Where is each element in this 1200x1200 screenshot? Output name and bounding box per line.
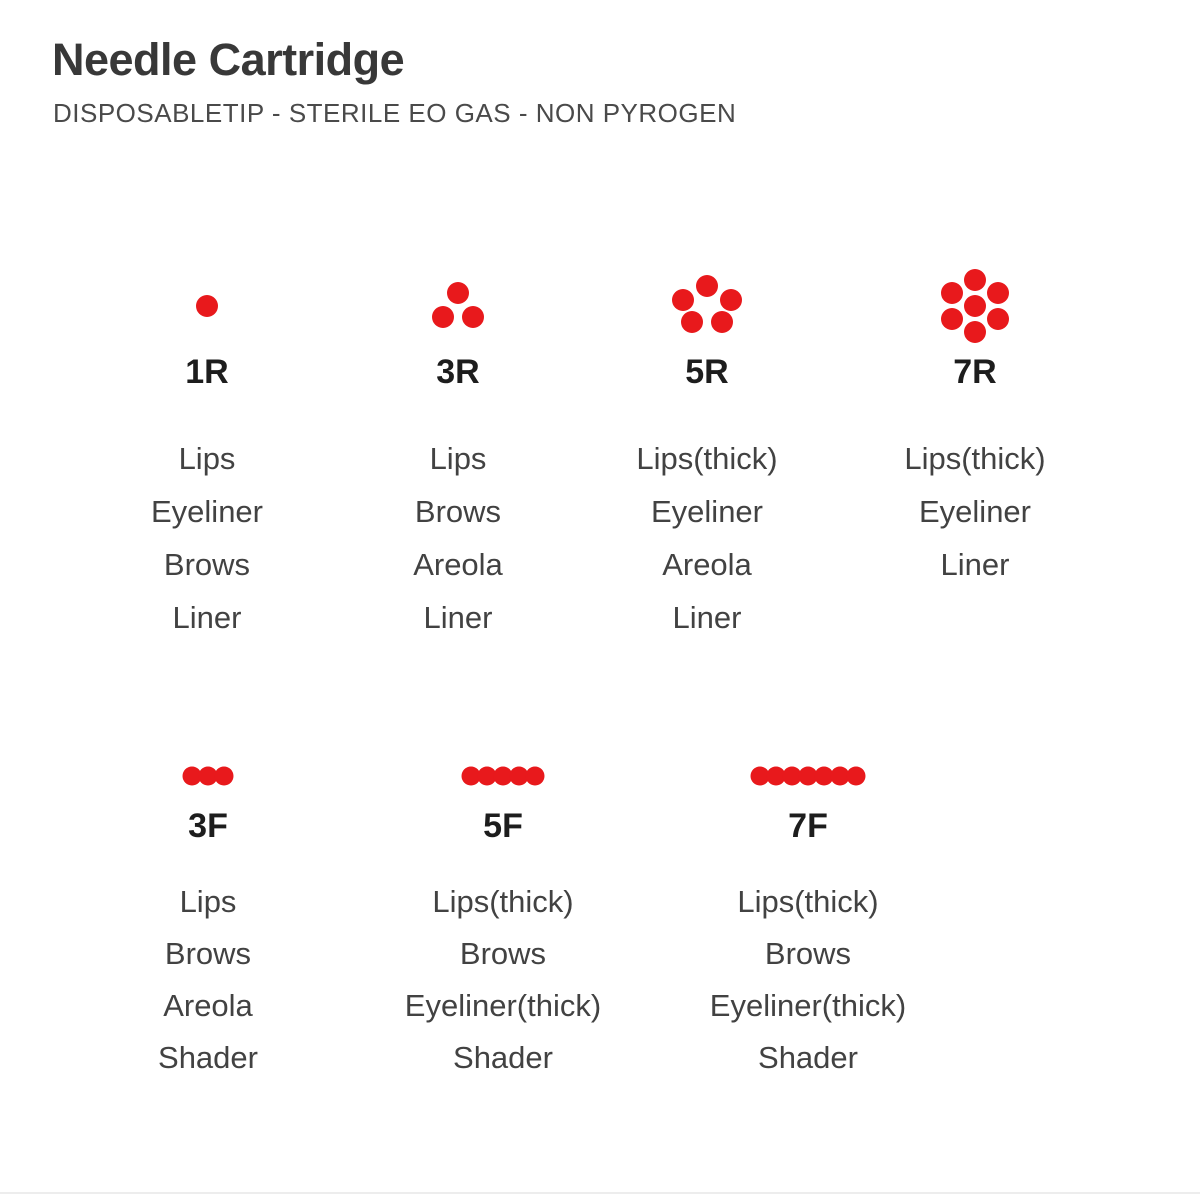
use-label: Shader xyxy=(158,1040,258,1075)
use-label: Lips xyxy=(178,441,236,476)
use-label: Liner xyxy=(672,600,742,635)
needle-dot xyxy=(493,766,513,786)
use-label: Lips(thick) xyxy=(432,884,574,919)
page-subtitle: DISPOSABLETIP - STERILE EO GAS - NON PYR… xyxy=(53,98,737,128)
needle-dot-pattern-3r xyxy=(308,262,608,350)
use-label: Shader xyxy=(453,1040,553,1075)
needle-dot-pattern-1r xyxy=(57,262,357,350)
needle-dot-pattern-5f xyxy=(353,748,653,804)
needle-dot xyxy=(941,282,964,304)
needle-dot xyxy=(196,295,218,317)
needle-dot-pattern-5r xyxy=(557,262,857,350)
needle-dot xyxy=(477,766,497,786)
needle-dot xyxy=(782,766,802,786)
cartridge-code-label: 3F xyxy=(188,807,228,845)
needle-dot xyxy=(750,766,770,786)
needle-dot xyxy=(964,269,986,291)
cartridge-code-label: 5F xyxy=(483,807,523,845)
use-label: Lips xyxy=(429,441,487,476)
needle-dot xyxy=(986,282,1009,304)
use-label: Eyeliner xyxy=(651,494,763,529)
use-label: Areola xyxy=(413,547,503,582)
needle-dot-pattern-3f xyxy=(58,748,358,804)
use-label: Lips(thick) xyxy=(636,441,778,476)
cartridge-code-label: 7R xyxy=(953,353,997,391)
needle-dot xyxy=(941,308,964,330)
needle-dot xyxy=(986,308,1009,330)
use-label: Lips xyxy=(179,884,237,919)
use-label: Eyeliner xyxy=(919,494,1031,529)
needle-dot xyxy=(814,766,834,786)
needle-dot xyxy=(964,295,986,317)
page-title: Needle Cartridge xyxy=(52,34,405,85)
needle-dot-pattern-7f xyxy=(658,748,958,804)
use-label: Brows xyxy=(459,936,547,971)
needle-dot xyxy=(719,288,742,311)
use-label: Areola xyxy=(662,547,752,582)
use-label: Shader xyxy=(758,1040,858,1075)
use-label: Brows xyxy=(414,494,502,529)
needle-dot xyxy=(432,306,454,328)
cartridge-code-label: 5R xyxy=(685,353,729,391)
needle-dot-pattern-7r xyxy=(825,262,1125,350)
bottom-divider xyxy=(0,1192,1200,1194)
needle-dot xyxy=(696,275,718,297)
use-label: Lips(thick) xyxy=(904,441,1046,476)
needle-dot xyxy=(509,766,529,786)
use-label: Lips(thick) xyxy=(737,884,879,919)
use-label: Brows xyxy=(764,936,852,971)
use-label: Eyeliner(thick) xyxy=(404,988,602,1023)
cartridge-code-label: 3R xyxy=(436,353,480,391)
use-label: Areola xyxy=(163,988,253,1023)
use-label: Brows xyxy=(164,936,252,971)
needle-dot xyxy=(447,282,469,304)
use-label: Liner xyxy=(940,547,1010,582)
use-label: Brows xyxy=(163,547,251,582)
use-label: Liner xyxy=(172,600,242,635)
needle-dot xyxy=(830,766,850,786)
needle-dot xyxy=(525,766,545,786)
needle-dot xyxy=(846,766,866,786)
needle-dot xyxy=(182,766,202,786)
needle-dot xyxy=(798,766,818,786)
needle-dot xyxy=(462,306,484,328)
needle-dot xyxy=(710,311,733,334)
cartridge-code-label: 7F xyxy=(788,807,828,845)
use-label: Eyeliner xyxy=(151,494,263,529)
needle-dot xyxy=(766,766,786,786)
needle-dot xyxy=(461,766,481,786)
needle-dot xyxy=(681,311,704,334)
needle-dot xyxy=(198,766,218,786)
needle-dot xyxy=(214,766,234,786)
cartridge-code-label: 1R xyxy=(185,353,229,391)
use-label: Eyeliner(thick) xyxy=(709,988,907,1023)
needle-dot xyxy=(964,321,986,343)
use-label: Liner xyxy=(423,600,493,635)
needle-dot xyxy=(672,288,695,311)
